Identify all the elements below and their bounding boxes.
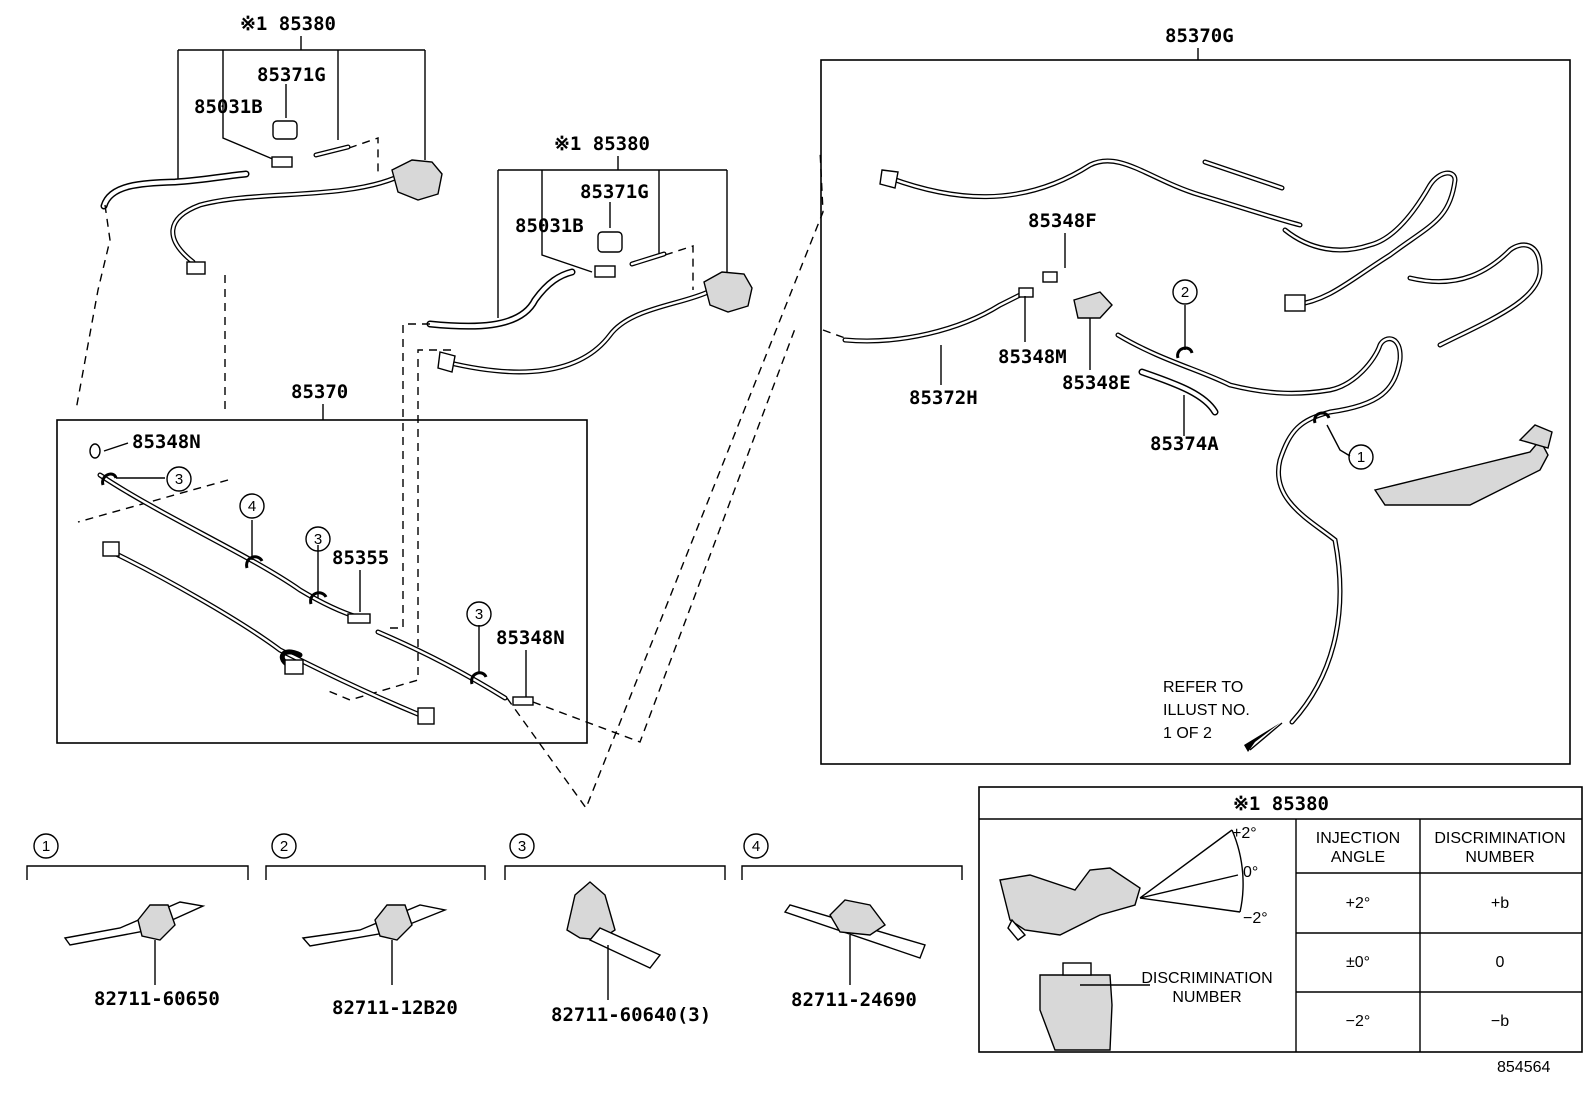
callout-3b: 3 <box>314 531 322 548</box>
refer-line-1: REFER TO <box>1163 679 1243 696</box>
disc-label-line2: NUMBER <box>1172 989 1241 1006</box>
check-valve-part <box>271 156 293 168</box>
nozzle-part <box>391 159 443 201</box>
clip-2-group: 2 82711-12B20 <box>265 833 486 1019</box>
clip-1-number: 1 <box>42 838 50 855</box>
clip-1-part-number: 82711-60650 <box>94 988 220 1010</box>
r-348f-label: 85348F <box>1028 210 1097 232</box>
clip-1-group: 1 82711-60650 <box>26 833 249 1010</box>
callout-3a: 3 <box>175 471 183 488</box>
clip-3-group: 3 82711-60640(3) <box>504 833 726 1026</box>
mid-hose-label: 85371G <box>580 181 649 203</box>
angle-zero-label: 0° <box>1243 864 1258 881</box>
clip-2-number: 2 <box>280 838 288 855</box>
clip-3-part-number: 82711-60640(3) <box>551 1004 711 1026</box>
hose-box-85370: 85370 85348N 85355 85348N <box>56 149 824 810</box>
r-374a-label: 85374A <box>1150 433 1219 455</box>
callout-1: 1 <box>1357 449 1365 466</box>
bracket-part <box>1373 438 1549 506</box>
table-col1-line1: INJECTION <box>1316 830 1400 847</box>
mid-check-valve-label: 85031B <box>515 215 584 237</box>
table-row3-angle: −2° <box>1346 1013 1371 1030</box>
table-connector-part <box>1039 974 1113 1051</box>
r-348e-label: 85348E <box>1062 372 1131 394</box>
mid-assy-label: ※1 85380 <box>554 133 650 155</box>
table-col1-line2: ANGLE <box>1331 849 1385 866</box>
illustration-number: 854564 <box>1497 1059 1550 1076</box>
angle-plus-label: +2° <box>1232 825 1257 842</box>
short-hose-part <box>272 120 298 140</box>
top-left-nozzle-assembly: ※1 85380 85371G 85031B <box>75 13 443 523</box>
box-left-connector-a <box>102 541 120 557</box>
joint-85355-part <box>347 613 371 624</box>
clip-4-group: 4 82711-24690 <box>741 833 963 1011</box>
top-left-assy-label: ※1 85380 <box>240 13 336 35</box>
table-row3-disc: −b <box>1491 1013 1509 1030</box>
injection-angle-table: ※1 85380 INJECTION ANGLE DISCRIMINATION … <box>978 786 1583 1053</box>
joint-85348E-part <box>1073 291 1113 319</box>
connector-part <box>186 261 206 275</box>
box-left-connector-c <box>417 707 435 725</box>
table-nozzle-part <box>999 867 1141 936</box>
table-col2-line1: DISCRIMINATION <box>1434 830 1565 847</box>
top-left-hose-label: 85371G <box>257 64 326 86</box>
box-left-355-label: 85355 <box>332 547 389 569</box>
callout-2: 2 <box>1181 284 1189 301</box>
mid-connector-part <box>437 351 456 373</box>
r-372h-label: 85372H <box>909 387 978 409</box>
angle-minus-label: −2° <box>1243 910 1268 927</box>
mid-short-hose-part <box>597 231 623 253</box>
box-left-title: 85370 <box>291 381 348 403</box>
refer-line-3: 1 OF 2 <box>1163 725 1212 742</box>
box-left-n1-label: 85348N <box>132 431 201 453</box>
box-left-connector-b <box>284 659 304 675</box>
disc-label-line1: DISCRIMINATION <box>1141 970 1272 987</box>
hose-box-85370G: 85370G 85348F 85348M 85348E 85372H 8537 <box>820 25 1571 765</box>
clip-3-number: 3 <box>518 838 526 855</box>
mid-nozzle-part <box>703 271 753 313</box>
table-row2-disc: 0 <box>1496 954 1505 971</box>
table-title: ※1 85380 <box>1233 793 1329 815</box>
box-right-title: 85370G <box>1165 25 1234 47</box>
callout-4: 4 <box>248 498 256 515</box>
refer-line-2: ILLUST NO. <box>1163 702 1250 719</box>
table-row1-angle: +2° <box>1346 895 1371 912</box>
mid-check-valve-part <box>594 265 616 278</box>
box-left-n2-label: 85348N <box>496 627 565 649</box>
callout-bubbles: 3 4 3 3 2 1 <box>166 279 1374 627</box>
r-348m-label: 85348M <box>998 346 1067 368</box>
clip-4-part-number: 82711-24690 <box>791 989 917 1011</box>
callout-3c: 3 <box>475 606 483 623</box>
clip-legend: 1 82711-60650 2 82711-12B20 3 82711-6064… <box>26 833 963 1026</box>
middle-nozzle-assembly: ※1 85380 85371G 85031B <box>325 133 753 701</box>
table-col2-line2: NUMBER <box>1465 849 1534 866</box>
clip-4-number: 4 <box>752 838 760 855</box>
clip-2-part-number: 82711-12B20 <box>332 997 458 1019</box>
top-left-check-valve-label: 85031B <box>194 96 263 118</box>
table-row1-disc: +b <box>1491 895 1509 912</box>
table-row2-angle: ±0° <box>1346 954 1370 971</box>
